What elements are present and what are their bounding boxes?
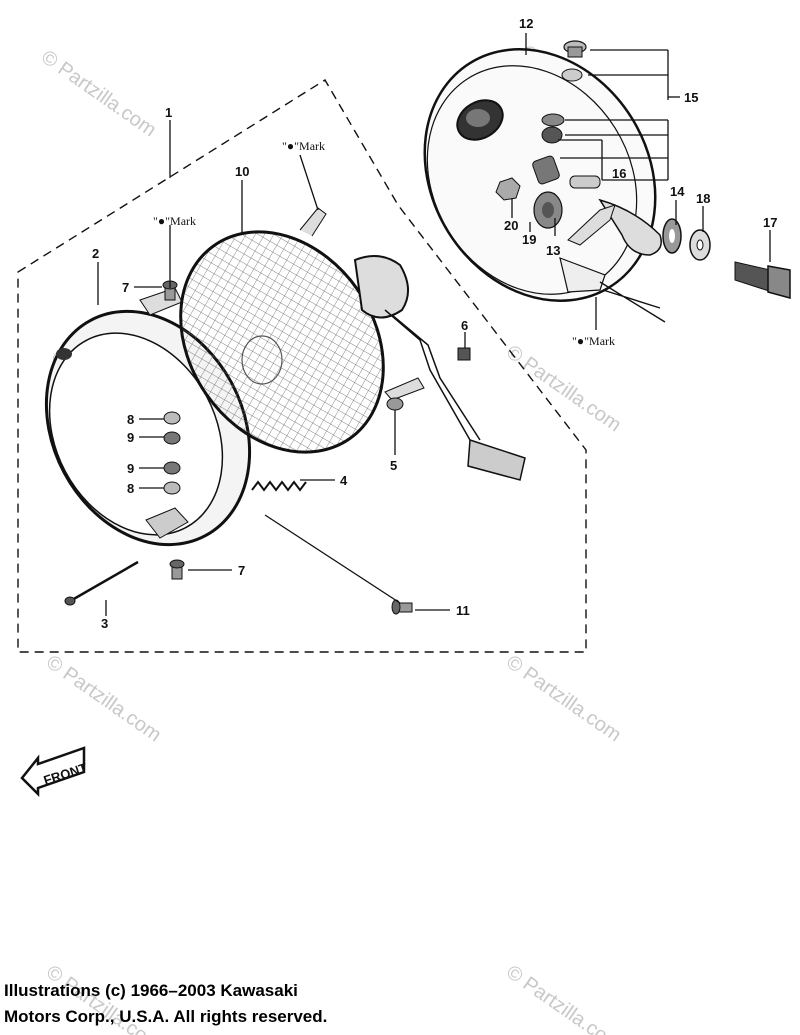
mounting-bolt xyxy=(662,218,791,299)
mark-label: "●"Mark xyxy=(282,139,325,153)
callout-3: 3 xyxy=(101,616,108,631)
watermark: © Partzilla.com xyxy=(502,961,625,1035)
callout-7: 7 xyxy=(122,280,129,295)
copyright-line-2: Motors Corp., U.S.A. All rights reserved… xyxy=(4,1007,328,1026)
callout-11: 11 xyxy=(456,603,470,618)
callout-14: 14 xyxy=(670,184,685,199)
callout-8: 8 xyxy=(127,481,134,496)
watermark: © Partzilla.com xyxy=(42,651,165,746)
callout-16: 16 xyxy=(612,166,626,181)
callout-9: 9 xyxy=(127,430,134,445)
callout-7: 7 xyxy=(238,563,245,578)
watermark: © Partzilla.com xyxy=(37,46,160,141)
watermark: © Partzilla.com xyxy=(502,341,625,436)
callout-2: 2 xyxy=(92,246,99,261)
spring-and-screws xyxy=(64,280,413,615)
assembly-outline xyxy=(17,79,587,653)
copyright-notice: Illustrations (c) 1966–2003 Kawasaki Mot… xyxy=(4,978,424,1030)
callout-4: 4 xyxy=(340,473,348,488)
callout-20: 20 xyxy=(504,218,518,233)
callout-10: 10 xyxy=(235,164,249,179)
callout-15: 15 xyxy=(684,90,698,105)
front-arrow-icon: FRONT xyxy=(20,746,89,798)
watermark: © Partzilla.com xyxy=(502,651,625,746)
leader-lines xyxy=(97,33,771,616)
callout-18: 18 xyxy=(696,191,710,206)
callout-19: 19 xyxy=(522,232,536,247)
copyright-line-1: Illustrations (c) 1966–2003 Kawasaki xyxy=(4,981,298,1000)
callout-5: 5 xyxy=(390,458,397,473)
callout-1: 1 xyxy=(165,105,172,120)
callout-6: 6 xyxy=(461,318,468,333)
mark-label: "●"Mark xyxy=(153,214,196,228)
callout-9: 9 xyxy=(127,461,134,476)
mark-labels: "●"Mark "●"Mark "●"Mark xyxy=(153,139,615,348)
callout-12: 12 xyxy=(519,16,533,31)
callout-labels: 1 2 3 4 5 6 7 7 8 8 9 9 9 10 11 12 13 14… xyxy=(92,16,777,631)
callout-13: 13 xyxy=(546,243,560,258)
headlight-rim xyxy=(44,287,252,547)
callout-8: 8 xyxy=(127,412,134,427)
washers xyxy=(163,411,181,495)
callout-17: 17 xyxy=(763,215,777,230)
sealed-beam-unit xyxy=(179,207,526,481)
mark-label: "●"Mark xyxy=(572,334,615,348)
